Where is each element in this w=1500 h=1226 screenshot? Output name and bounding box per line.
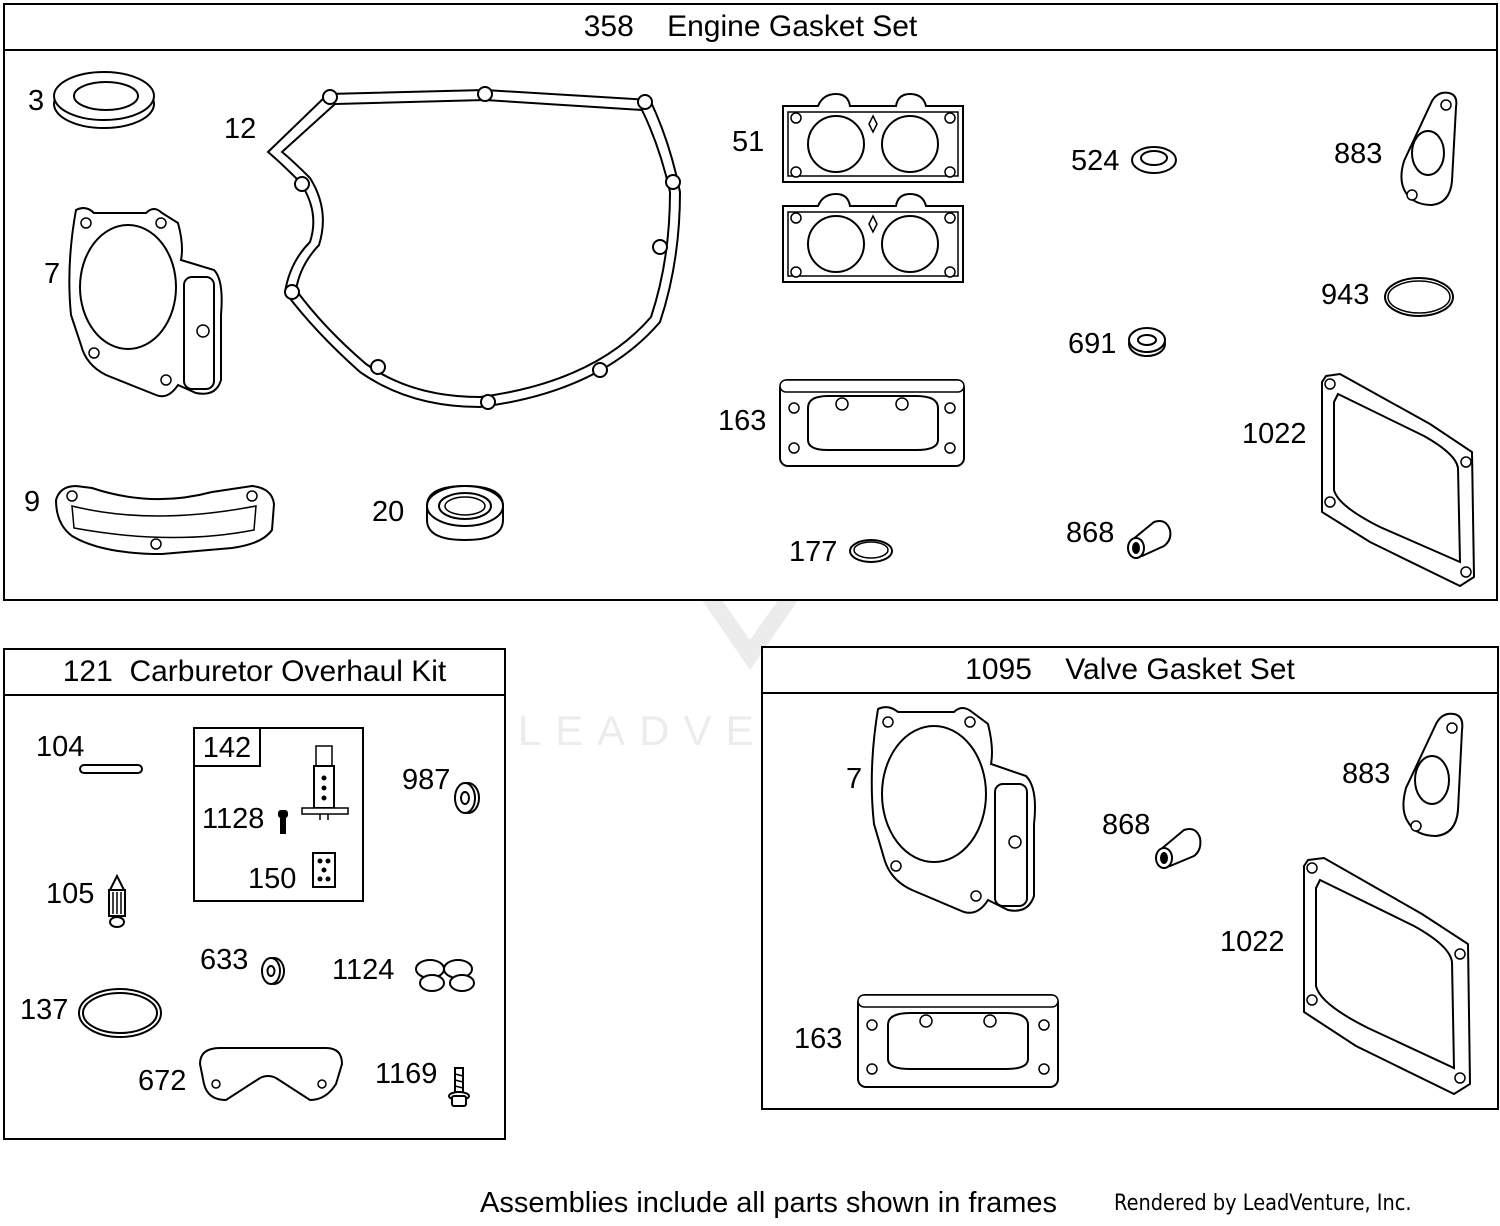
part-3-seal-ring[interactable] [52,70,162,132]
part-label-672[interactable]: 672 [138,1065,187,1097]
engine-gasket-set-title: 358 Engine Gasket Set [5,5,1496,51]
part-label-883[interactable]: 883 [1334,138,1383,170]
part-633-seal[interactable] [260,955,286,987]
part-1022-rocker-cover-gasket[interactable] [1320,372,1476,588]
part-672-gasket[interactable] [196,1044,346,1104]
part-104-float-pin[interactable] [78,762,144,776]
part-1124-gasket-set[interactable] [410,955,480,995]
part-987-seal[interactable] [452,780,482,816]
part-label-868[interactable]: 868 [1066,517,1115,549]
part-105-needle-valve[interactable] [104,874,130,930]
part-label-150[interactable]: 150 [248,863,297,895]
part-label-1169[interactable]: 1169 [375,1058,438,1090]
part-868-valve-seal[interactable] [1124,516,1174,560]
part-1169-screw[interactable] [446,1066,472,1110]
part-51-exhaust-gasket-upper[interactable] [778,94,968,186]
part-1022-rocker-cover-gasket[interactable] [1302,856,1472,1096]
part-label-868[interactable]: 868 [1102,809,1151,841]
part-label-137[interactable]: 137 [20,994,69,1026]
part-label-104[interactable]: 104 [36,731,85,763]
part-label-691[interactable]: 691 [1068,328,1117,360]
part-142-subassembly-frame[interactable]: 142 [193,727,364,902]
part-1128-screw[interactable] [276,808,290,836]
footer-assembly-note: Assemblies include all parts shown in fr… [480,1187,1058,1219]
part-883-intake-gasket[interactable] [1398,712,1464,838]
part-142-float-needle-bracket[interactable] [300,744,350,820]
part-163-valve-cover-gasket[interactable] [856,993,1060,1089]
part-137-bowl-o-ring[interactable] [76,986,164,1040]
part-label-20[interactable]: 20 [372,496,405,528]
part-label-12[interactable]: 12 [224,113,257,145]
part-label-3[interactable]: 3 [28,85,45,117]
part-label-51[interactable]: 51 [732,126,765,158]
part-label-1124[interactable]: 1124 [332,954,395,986]
part-label-633[interactable]: 633 [200,944,249,976]
part-51-exhaust-gasket-lower[interactable] [778,194,968,286]
part-label-943[interactable]: 943 [1321,279,1370,311]
part-label-9[interactable]: 9 [24,486,41,518]
part-868-valve-seal[interactable] [1152,824,1204,870]
valve-gasket-set-title: 1095 Valve Gasket Set [763,648,1497,694]
part-150-gasket-plate[interactable] [310,850,338,890]
part-label-177[interactable]: 177 [789,536,838,568]
part-9-breather-gasket[interactable] [52,480,276,558]
part-883-intake-gasket[interactable] [1394,91,1458,207]
carburetor-overhaul-kit-title: 121 Carburetor Overhaul Kit [5,650,504,696]
part-label-163[interactable]: 163 [718,405,767,437]
part-label-7[interactable]: 7 [44,258,61,290]
part-691-seal[interactable] [1126,326,1168,358]
part-20-oil-seal[interactable] [417,478,513,546]
part-label-1022[interactable]: 1022 [1220,926,1285,958]
part-label-524[interactable]: 524 [1071,145,1120,177]
footer-credit: Rendered by LeadVenture, Inc. [1114,1191,1412,1216]
part-label-163[interactable]: 163 [794,1023,843,1055]
part-label-7[interactable]: 7 [846,763,863,795]
part-177-retaining-ring[interactable] [847,537,895,565]
part-7-head-gasket[interactable] [868,704,1040,918]
part-label-1128[interactable]: 1128 [202,803,265,835]
part-7-head-gasket[interactable] [66,205,226,401]
part-label-987[interactable]: 987 [402,764,451,796]
part-524-washer[interactable] [1130,143,1178,175]
part-label-1022[interactable]: 1022 [1242,418,1307,450]
part-163-valve-cover-gasket[interactable] [778,378,966,468]
part-label-883[interactable]: 883 [1342,758,1391,790]
part-943-o-ring[interactable] [1382,275,1456,319]
part-label-105[interactable]: 105 [46,878,95,910]
part-12-crankcase-gasket[interactable] [260,82,690,416]
part-label-142[interactable]: 142 [195,729,261,767]
